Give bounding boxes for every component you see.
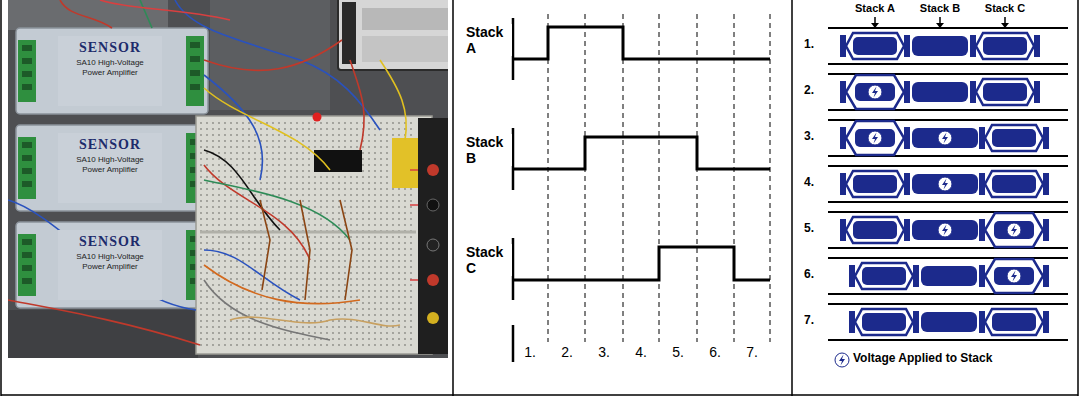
step-number: 3. — [591, 344, 617, 360]
wires — [8, 0, 418, 345]
stack-waveforms — [513, 27, 770, 280]
model-name: SA10 High-Voltage Power Amplifier — [74, 155, 146, 173]
step-number: 7. — [739, 344, 765, 360]
brand-name: SENSOR — [62, 40, 158, 55]
signal-name: Stack A — [466, 24, 512, 56]
signal-name: Stack B — [466, 134, 512, 166]
amplifier-box — [16, 125, 208, 211]
step-number: 3. — [804, 130, 826, 144]
step-number: 4. — [804, 176, 826, 190]
amplifier-panel: SENSOR SA10 High-Voltage Power Amplifier — [58, 230, 162, 300]
amplifier-panel: SENSOR SA10 High-Voltage Power Amplifier — [58, 133, 162, 203]
timing-axes — [512, 18, 515, 362]
step-number: 5. — [665, 344, 691, 360]
amplifier-panel: SENSOR SA10 High-Voltage Power Amplifier — [58, 36, 162, 106]
step-number: 6. — [702, 344, 728, 360]
legend-text: Voltage Applied to Stack — [853, 352, 992, 366]
piezo-stacks — [840, 33, 1049, 335]
stack-name: Stack C — [975, 2, 1035, 15]
setup-photo — [8, 0, 448, 358]
stack-name: Stack A — [845, 2, 905, 15]
model-name: SA10 High-Voltage Power Amplifier — [74, 252, 146, 270]
step-number: 1. — [804, 38, 826, 52]
amplifier-box — [16, 28, 208, 114]
step-number: 6. — [804, 268, 826, 282]
brand-name: SENSOR — [62, 137, 158, 152]
label-arrows — [871, 17, 1009, 28]
step-number: 2. — [804, 84, 826, 98]
timing-grid — [548, 14, 770, 342]
channel-rails — [828, 28, 1068, 340]
step-number: 4. — [628, 344, 654, 360]
model-name: SA10 High-Voltage Power Amplifier — [74, 58, 146, 76]
legend-symbol — [835, 353, 849, 367]
step-number: 2. — [554, 344, 580, 360]
amplifier-box — [16, 222, 208, 308]
step-number: 5. — [804, 222, 826, 236]
brand-name: SENSOR — [62, 234, 158, 249]
step-number: 1. — [517, 344, 543, 360]
signal-name: Stack C — [466, 244, 512, 276]
stack-name: Stack B — [910, 2, 970, 15]
breadboard — [196, 113, 448, 355]
step-number: 7. — [804, 314, 826, 328]
top-module — [338, 0, 448, 70]
